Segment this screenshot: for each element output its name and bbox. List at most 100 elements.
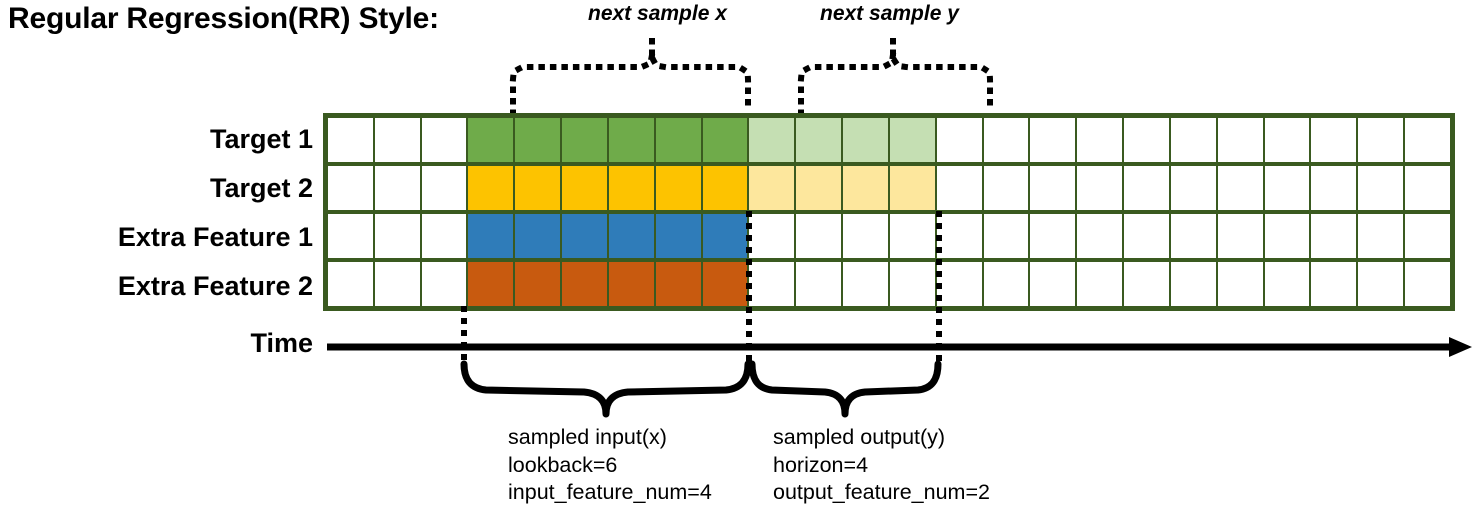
grid-row xyxy=(328,166,1450,210)
grid-cell-input xyxy=(655,166,701,210)
grid-cell-output xyxy=(749,166,795,210)
grid-cell-empty xyxy=(749,262,795,306)
grid-cell-empty xyxy=(936,118,982,162)
grid-cell-empty xyxy=(983,118,1029,162)
grid-cell-empty xyxy=(1264,118,1310,162)
guide-line-output-end xyxy=(936,211,942,364)
grid-cell-empty xyxy=(983,262,1029,306)
grid-cell-empty xyxy=(1124,262,1169,306)
grid-cell-empty xyxy=(1311,166,1357,210)
grid-cell-input xyxy=(468,262,514,306)
time-axis-label: Time xyxy=(250,328,313,358)
timeseries-grid xyxy=(323,113,1455,311)
grid-cell-input xyxy=(702,262,748,306)
grid-row xyxy=(328,214,1450,258)
grid-cell-empty xyxy=(421,118,467,162)
grid-cell-input xyxy=(702,166,748,210)
grid-cell-input xyxy=(515,214,561,258)
grid-cell-empty xyxy=(983,214,1029,258)
grid-cell-empty xyxy=(1264,262,1310,306)
grid-cell-input xyxy=(702,118,748,162)
grid-cell-empty xyxy=(1358,262,1404,306)
grid-cell-input xyxy=(468,214,514,258)
grid-cell-empty xyxy=(1170,118,1216,162)
sampled-output-line-2: horizon=4 xyxy=(773,452,869,477)
grid-cell-empty xyxy=(1030,166,1076,210)
sampled-input-line-3: input_feature_num=4 xyxy=(508,480,712,505)
grid-cell-empty xyxy=(1170,262,1216,306)
grid-cell-empty xyxy=(1311,214,1357,258)
grid-cell-input xyxy=(468,118,514,162)
grid-cell-empty xyxy=(1405,166,1450,210)
annotation-next-sample-x: next sample x xyxy=(588,2,727,25)
grid-cell-empty xyxy=(328,262,373,306)
annotation-sampled-input: sampled input(x) lookback=6 input_featur… xyxy=(508,424,712,507)
grid-cell-empty xyxy=(1217,118,1263,162)
grid-cell-input xyxy=(562,166,607,210)
grid-cell-input xyxy=(562,262,607,306)
grid-row xyxy=(328,118,1450,162)
grid-cell-empty xyxy=(843,262,888,306)
page-title: Regular Regression(RR) Style: xyxy=(8,2,439,35)
grid-cell-empty xyxy=(1217,166,1263,210)
grid-cell-empty xyxy=(1264,166,1310,210)
grid-cell-empty xyxy=(1358,118,1404,162)
grid-cell-empty xyxy=(1217,262,1263,306)
grid-cell-output xyxy=(889,118,935,162)
grid-cell-empty xyxy=(1077,166,1123,210)
grid-cell-output xyxy=(843,118,888,162)
row-label-extra-feature-2: Extra Feature 2 xyxy=(117,271,313,301)
grid-cell-empty xyxy=(889,214,935,258)
grid-cell-input xyxy=(608,118,654,162)
grid-cell-empty xyxy=(1405,262,1450,306)
grid-cell-empty xyxy=(328,214,373,258)
grid-cell-input xyxy=(655,262,701,306)
grid-cell-input xyxy=(515,262,561,306)
grid-cell-empty xyxy=(1405,214,1450,258)
grid-cell-empty xyxy=(1170,166,1216,210)
grid-cell-empty xyxy=(1124,166,1169,210)
grid-cell-empty xyxy=(1124,118,1169,162)
grid-cell-output xyxy=(796,166,842,210)
grid-cell-output xyxy=(749,118,795,162)
grid-cell-empty xyxy=(374,214,420,258)
grid-cell-output xyxy=(843,166,888,210)
grid-cell-empty xyxy=(936,166,982,210)
grid-cell-empty xyxy=(749,214,795,258)
grid-cell-empty xyxy=(1124,214,1169,258)
grid-cell-empty xyxy=(936,262,982,306)
grid-cell-input xyxy=(608,262,654,306)
grid-cell-empty xyxy=(421,214,467,258)
grid-cell-empty xyxy=(889,262,935,306)
grid-cell-empty xyxy=(374,262,420,306)
grid-cell-input xyxy=(562,118,607,162)
grid-cell-empty xyxy=(374,118,420,162)
grid-cell-input xyxy=(608,166,654,210)
grid-cell-input xyxy=(702,214,748,258)
time-axis-arrow xyxy=(327,337,1472,357)
grid-cell-empty xyxy=(328,118,373,162)
row-label-target-1: Target 1 xyxy=(209,124,313,154)
grid-cell-input xyxy=(562,214,607,258)
grid-cell-empty xyxy=(1311,118,1357,162)
annotation-next-sample-y: next sample y xyxy=(820,2,959,25)
grid-cell-empty xyxy=(1077,118,1123,162)
grid-cell-empty xyxy=(983,166,1029,210)
grid-cell-empty xyxy=(936,214,982,258)
grid-row xyxy=(328,262,1450,306)
grid-cell-empty xyxy=(1405,118,1450,162)
grid-cell-input xyxy=(655,214,701,258)
guide-line-input-start xyxy=(461,306,467,364)
grid-cell-input xyxy=(468,166,514,210)
grid-cell-empty xyxy=(796,262,842,306)
grid-cell-empty xyxy=(1264,214,1310,258)
grid-cell-empty xyxy=(1030,262,1076,306)
grid-cell-empty xyxy=(843,214,888,258)
grid-cell-empty xyxy=(1217,214,1263,258)
grid-cell-input xyxy=(515,166,561,210)
grid-cell-empty xyxy=(1030,118,1076,162)
sampled-output-line-3: output_feature_num=2 xyxy=(773,480,990,505)
grid-cell-empty xyxy=(1077,214,1123,258)
row-label-extra-feature-1: Extra Feature 1 xyxy=(117,222,313,252)
grid-cell-input xyxy=(608,214,654,258)
